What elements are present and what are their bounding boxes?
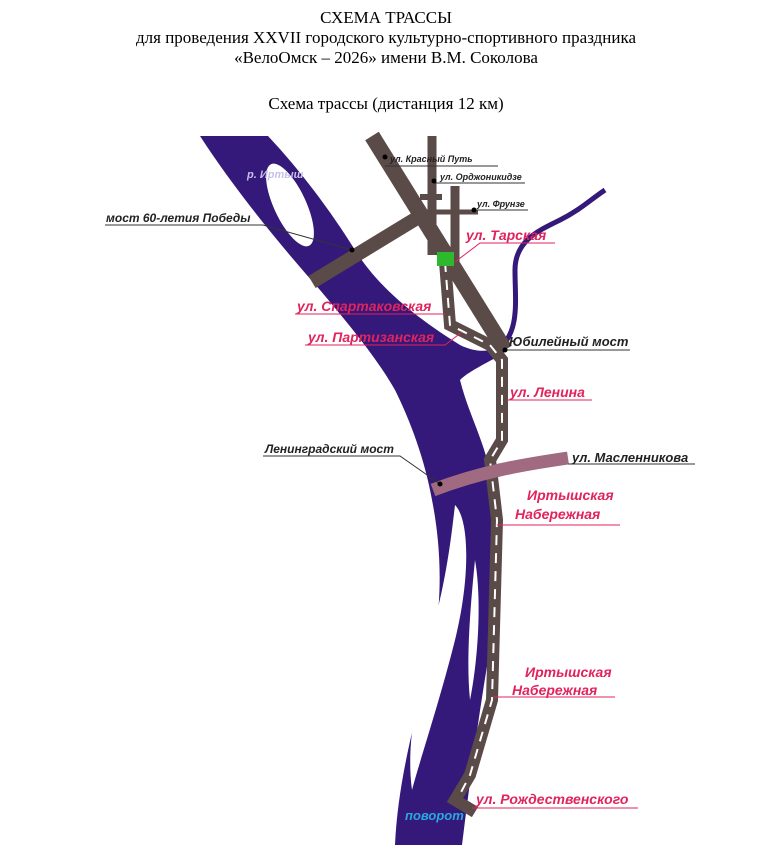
label-lenina: ул. Ленина (509, 384, 585, 400)
leningradsky-bridge (430, 451, 569, 497)
om-river (498, 187, 607, 350)
label-partizanskaya: ул. Партизанская (307, 329, 434, 345)
doc-title-line3: «ВелоОмск – 2026» имени В.М. Соколова (234, 48, 538, 67)
island (266, 163, 314, 247)
label-naberezhnaya-2b: Набережная (512, 682, 597, 698)
island (410, 505, 467, 790)
map-subtitle: Схема трассы (дистанция 12 км) (268, 94, 504, 113)
label-naberezhnaya-2a: Иртышская (525, 664, 612, 680)
label-spartakovskaya: ул. Спартаковская (296, 298, 431, 314)
route-direction-line (444, 261, 503, 799)
route-leader-lines (295, 242, 638, 809)
label-irtysh: р. Иртыш (246, 169, 304, 181)
label-naberezhnaya-1a: Иртышская (527, 487, 614, 503)
label-frunze: ул. Фрунзе (476, 199, 525, 209)
island (468, 560, 479, 700)
label-ordzhonikidze: ул. Орджоникидзе (439, 172, 522, 182)
doc-title-line2: для проведения XXVII городского культурн… (136, 28, 636, 47)
label-maslennikova: ул. Масленникова (571, 450, 688, 465)
bridge-60-let-pobedy (308, 209, 426, 288)
label-most-60: мост 60-летия Победы (106, 211, 251, 225)
leader-lines (105, 165, 695, 485)
label-yubileyny-most: Юбилейный мост (509, 334, 629, 349)
label-rozhdestvenskogo: ул. Рождественского (475, 791, 629, 807)
label-krasny-put: ул. Красный Путь (389, 154, 473, 164)
label-leningradsky-most: Ленинградский мост (264, 442, 394, 456)
label-tarskaya: ул. Тарская (465, 227, 546, 243)
label-naberezhnaya-1b: Набережная (515, 506, 600, 522)
doc-title: СХЕМА ТРАССЫ (320, 8, 452, 27)
start-area (437, 252, 454, 266)
label-povorot: поворот (405, 808, 464, 823)
